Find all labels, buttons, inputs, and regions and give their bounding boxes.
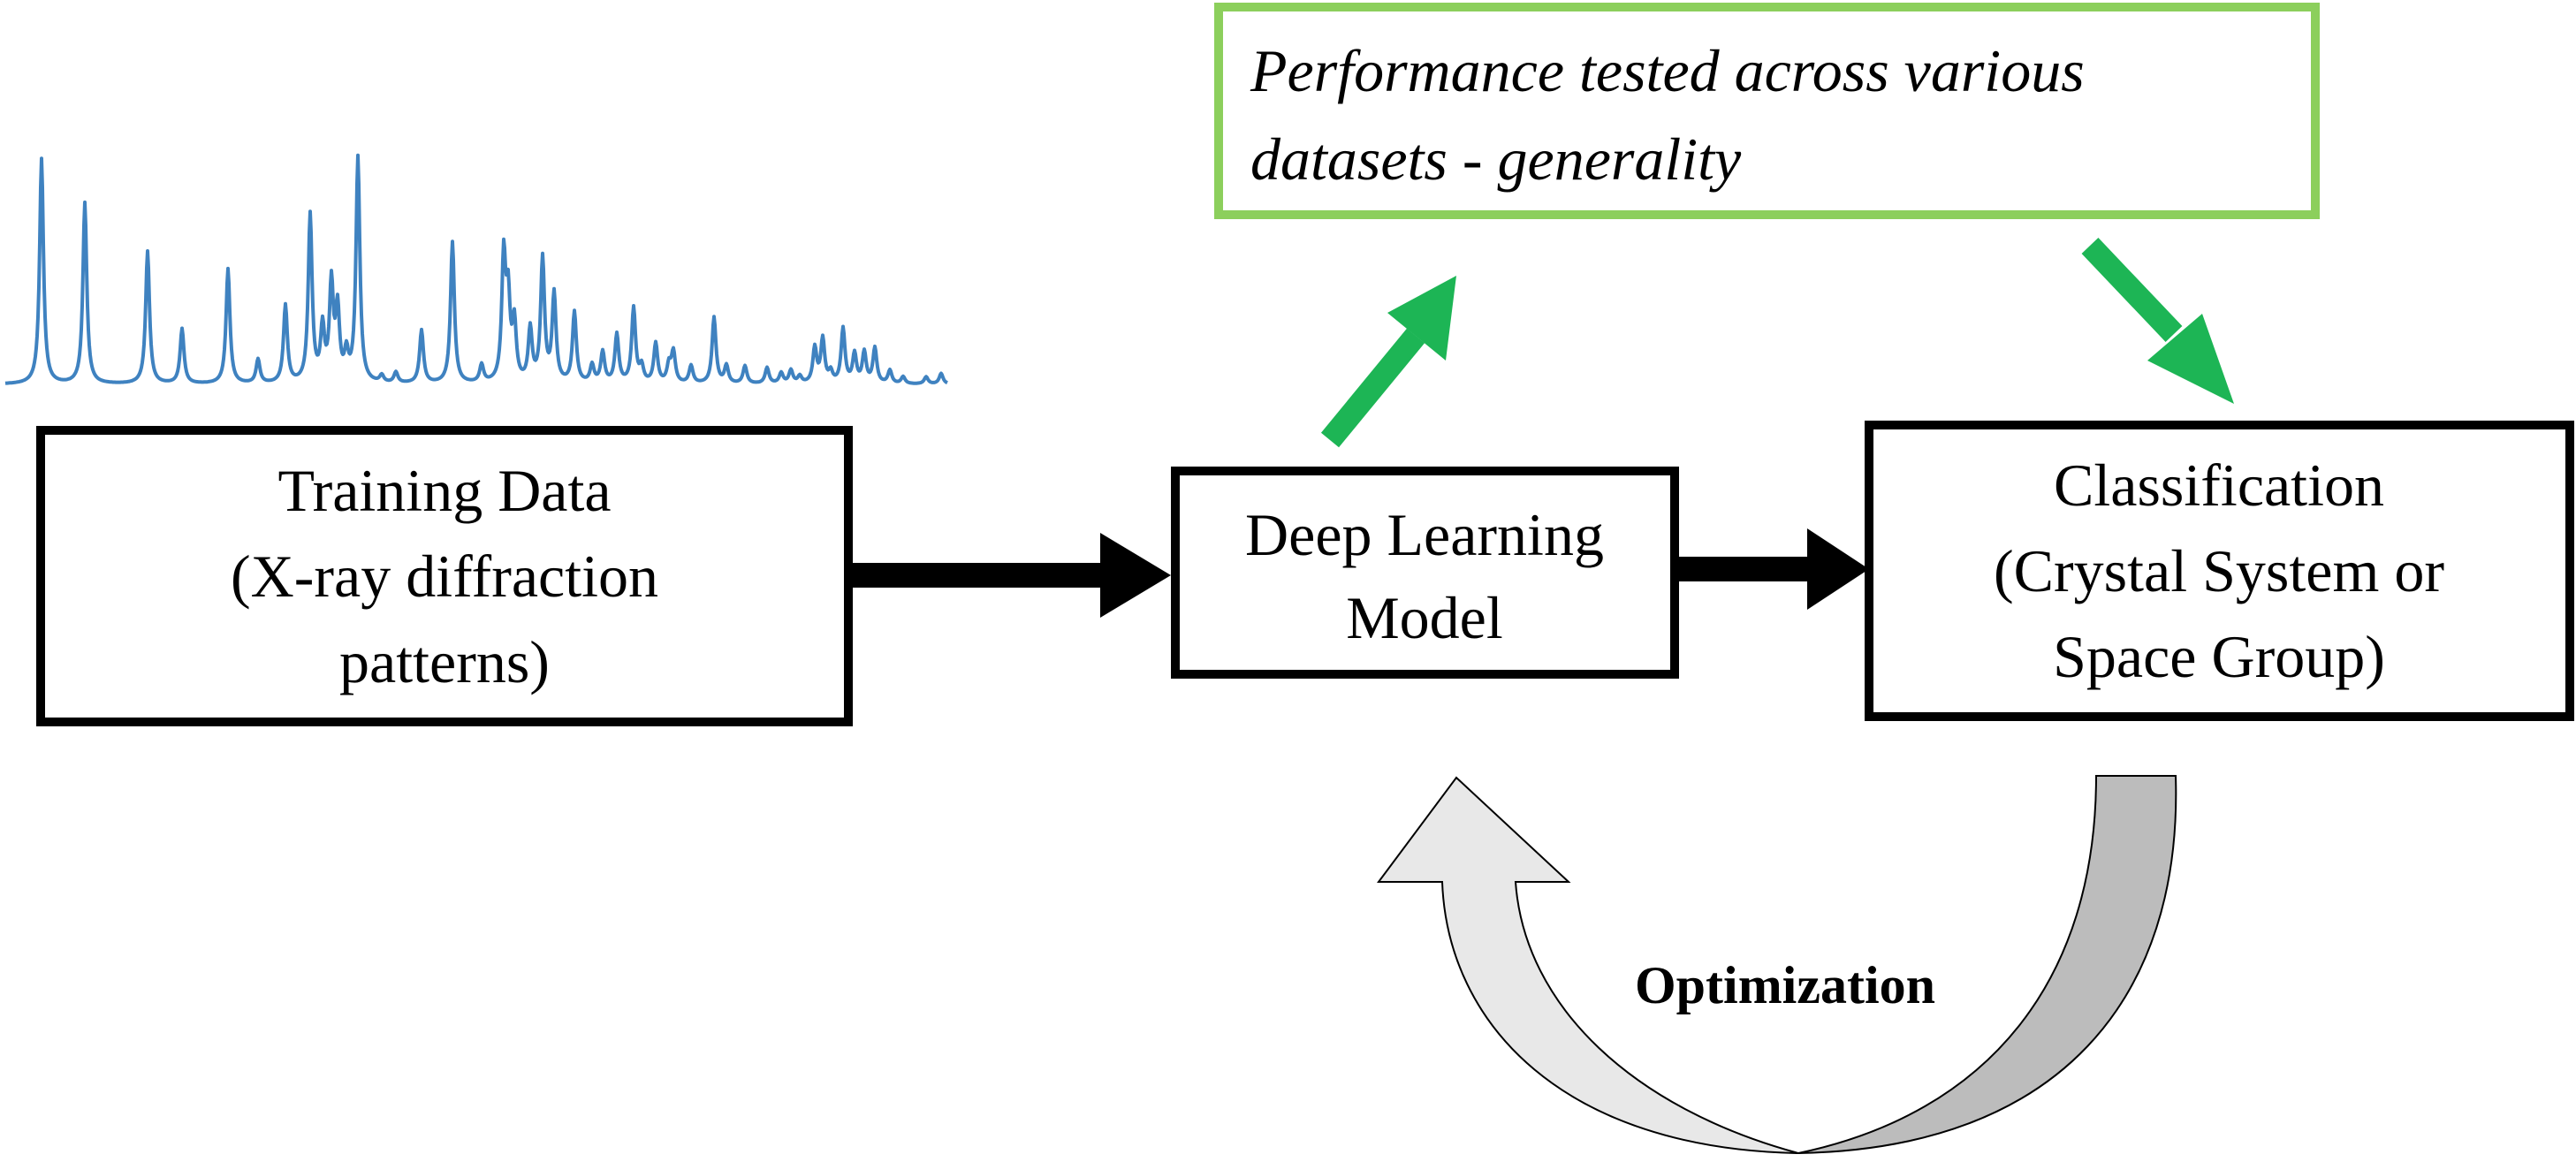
classification-subtitle-end: Space Group) xyxy=(2053,623,2385,690)
deep-learning-model-box: Deep Learning Model xyxy=(1171,467,1679,679)
arrow-down-right-icon xyxy=(2081,238,2234,404)
optimization-label: Optimization xyxy=(1635,956,1935,1014)
performance-text-line1: Performance tested across various xyxy=(1250,37,2085,104)
classification-subtitle: (Crystal System or xyxy=(1994,537,2444,604)
model-title: Deep Learning xyxy=(1245,501,1604,568)
arrow-right-icon xyxy=(1670,528,1869,610)
classification-box: Classification (Crystal System or Space … xyxy=(1865,421,2574,721)
classification-title: Classification xyxy=(2054,452,2384,519)
performance-box: Performance tested across various datase… xyxy=(1214,3,2320,219)
performance-text-line2: datasets - generality xyxy=(1250,125,1742,193)
training-data-title: Training Data xyxy=(277,457,611,524)
arrow-right-icon xyxy=(850,533,1171,618)
model-subtitle: Model xyxy=(1346,584,1503,651)
arrow-up-right-icon xyxy=(1320,276,1456,448)
training-data-box: Training Data (X-ray diffraction pattern… xyxy=(36,426,853,726)
curved-loop-arrow-icon xyxy=(1377,775,2177,1154)
training-data-subtitle: (X-ray diffraction xyxy=(231,543,658,610)
diffraction-pattern-icon xyxy=(4,153,948,385)
training-data-subtitle-end: patterns) xyxy=(339,628,550,695)
